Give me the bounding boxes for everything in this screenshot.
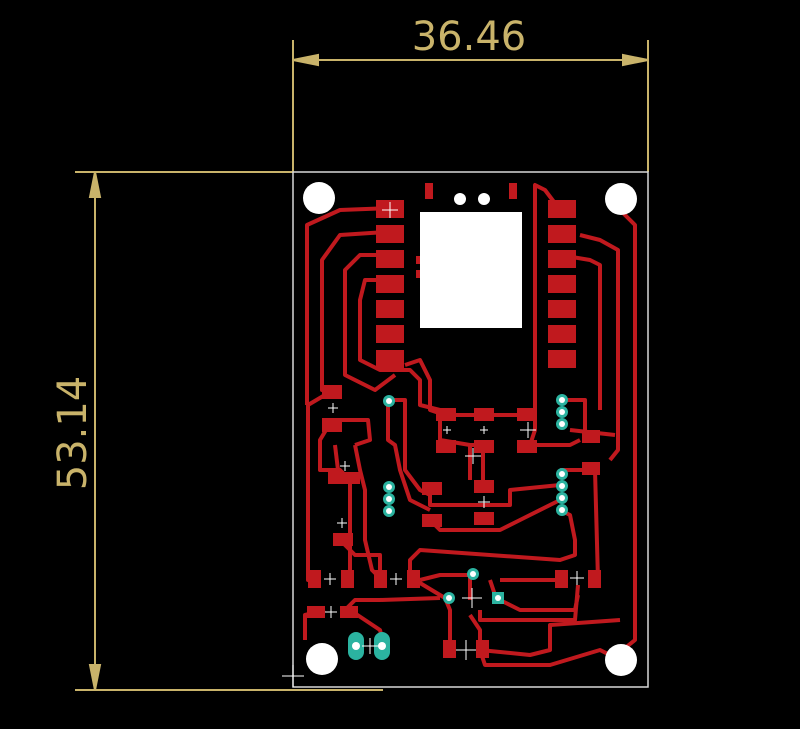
smd-pad [342, 472, 360, 484]
smd-pad [407, 570, 420, 588]
smd-pad [340, 606, 358, 618]
smd-pad [436, 408, 456, 421]
smd-pad [476, 640, 489, 658]
smd-pad [374, 570, 387, 588]
width-dimension [292, 40, 649, 172]
origin-crosses [324, 202, 584, 660]
module-hole [454, 193, 466, 205]
height-dimension [75, 171, 383, 691]
smd-pad [308, 570, 321, 588]
smd-pad [436, 440, 456, 453]
smd-pad [474, 480, 494, 493]
module-side-pad [416, 256, 420, 264]
smd-pad [474, 440, 494, 453]
header-pad [376, 300, 404, 318]
mounting-hole [303, 182, 335, 214]
smd-pad [422, 482, 442, 495]
module-body [420, 212, 522, 328]
smd-pad [474, 408, 494, 421]
header-pad [548, 225, 576, 243]
smd-pad [341, 570, 354, 588]
smd-pad [588, 570, 601, 588]
smd-pads [307, 385, 601, 658]
smd-pad [555, 570, 568, 588]
header-pad [376, 225, 404, 243]
smd-pad [333, 533, 353, 546]
left-header [376, 200, 404, 368]
header-pad [376, 350, 404, 368]
mounting-holes [303, 182, 637, 676]
height-dimension-label: 53.14 [50, 376, 96, 491]
smd-pad [474, 512, 494, 525]
smd-pad [582, 462, 600, 475]
header-pad [548, 200, 576, 218]
smd-pad [307, 606, 325, 618]
module-side-pad [416, 270, 420, 278]
mounting-hole [605, 644, 637, 676]
module-pad-small [425, 183, 433, 199]
header-pad [376, 325, 404, 343]
header-pad [548, 275, 576, 293]
header-pad [548, 300, 576, 318]
board-outline [292, 171, 649, 688]
header-pad [548, 350, 576, 368]
module-hole [478, 193, 490, 205]
header-pad [548, 325, 576, 343]
module-pad-small [509, 183, 517, 199]
mounting-hole [306, 643, 338, 675]
smd-pad [328, 472, 346, 484]
smd-pad [322, 418, 342, 432]
vias [383, 394, 568, 604]
header-pad [548, 250, 576, 268]
smd-pad [322, 385, 342, 399]
oval-pads [348, 632, 390, 660]
origin-marker [282, 665, 304, 687]
header-pad [376, 275, 404, 293]
smd-pad [422, 514, 442, 527]
smd-pad [517, 408, 537, 421]
right-header [548, 200, 576, 368]
smd-pad [582, 430, 600, 443]
header-pad [376, 250, 404, 268]
smd-pad [517, 440, 537, 453]
smd-pad [443, 640, 456, 658]
mounting-hole [605, 183, 637, 215]
width-dimension-label: 36.46 [412, 14, 527, 60]
